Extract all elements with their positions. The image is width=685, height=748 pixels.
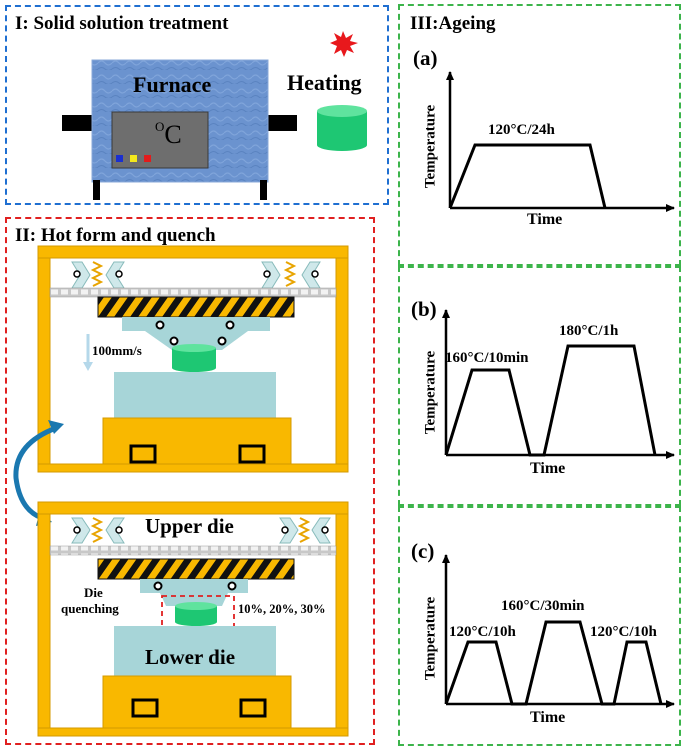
furnace-leg-left: [93, 180, 100, 200]
upper-die-label: Upper die: [145, 514, 234, 538]
solid-solution-panel: [5, 5, 389, 205]
lower-die-label: Lower die: [145, 645, 236, 669]
furnace-rod-left: [62, 115, 94, 131]
degree-sup: O: [155, 119, 165, 135]
indicator-yellow: [130, 155, 137, 162]
solid-solution-title: I: Solid solution treatment: [15, 13, 229, 34]
cylinder-specimen: [317, 105, 367, 151]
temperature-unit: OC: [155, 119, 182, 150]
lower-die-bottom: [114, 626, 276, 676]
ageing-panel-b: [398, 266, 681, 506]
indicator-red: [144, 155, 151, 162]
spring2-left: [71, 517, 125, 544]
die-quenching-label-2: quenching: [61, 601, 119, 616]
press-bottom: [37, 501, 349, 737]
profile-b: [442, 309, 675, 459]
subfig-c-tag: (c): [411, 539, 435, 563]
profile-b-line: [444, 344, 657, 457]
hot-form-panel: [5, 217, 375, 745]
specimen-bottom: [175, 602, 217, 626]
celsius-letter: C: [164, 120, 182, 149]
ageing-title: III:Ageing: [410, 13, 496, 34]
spark-icon: [330, 31, 358, 57]
speed-label: 100mm/s: [92, 343, 142, 358]
lower-base-top: [102, 417, 292, 465]
furnace-rod-right: [267, 115, 297, 131]
subfig-a-tag: (a): [413, 46, 438, 70]
spring2-right: [279, 517, 331, 544]
b-step-1: 160°C/10min: [445, 350, 529, 366]
profile-c-line: [444, 620, 663, 706]
profile-c: [442, 554, 675, 708]
c-xlabel: Time: [530, 709, 566, 726]
furnace-display: [111, 111, 209, 169]
heating-label: Heating: [287, 70, 362, 95]
b-step-2: 180°C/1h: [559, 323, 619, 339]
frame-top: [37, 245, 349, 259]
frame2-top: [37, 501, 349, 515]
press-top: [37, 245, 349, 473]
profile-a: [446, 71, 675, 212]
c-step-2: 160°C/30min: [501, 598, 585, 614]
c-step-1: 120°C/10h: [449, 624, 516, 640]
lower-die-top: [114, 372, 276, 418]
furnace-leg-right: [260, 180, 267, 200]
furnace-label: Furnace: [133, 72, 212, 97]
indicator-blue: [116, 155, 123, 162]
percent-label: 10%, 20%, 30%: [238, 602, 326, 616]
spring-right: [261, 261, 321, 289]
die-quenching-label-1: Die: [84, 585, 103, 600]
c-step-3: 120°C/10h: [590, 624, 657, 640]
guide-rail-2: [49, 545, 337, 556]
a-step-1: 120°C/24h: [488, 122, 555, 138]
hot-form-title: II: Hot form and quench: [15, 225, 216, 246]
ageing-panel-c: [398, 506, 681, 746]
specimen-top: [172, 344, 216, 372]
spring-left: [71, 261, 125, 289]
b-xlabel: Time: [530, 460, 566, 477]
ageing-panel-a: [398, 4, 681, 266]
subfig-b-tag: (b): [411, 297, 437, 321]
upper-die-block-2: [140, 579, 248, 593]
profile-a-line: [448, 143, 607, 209]
a-xlabel: Time: [527, 211, 563, 228]
